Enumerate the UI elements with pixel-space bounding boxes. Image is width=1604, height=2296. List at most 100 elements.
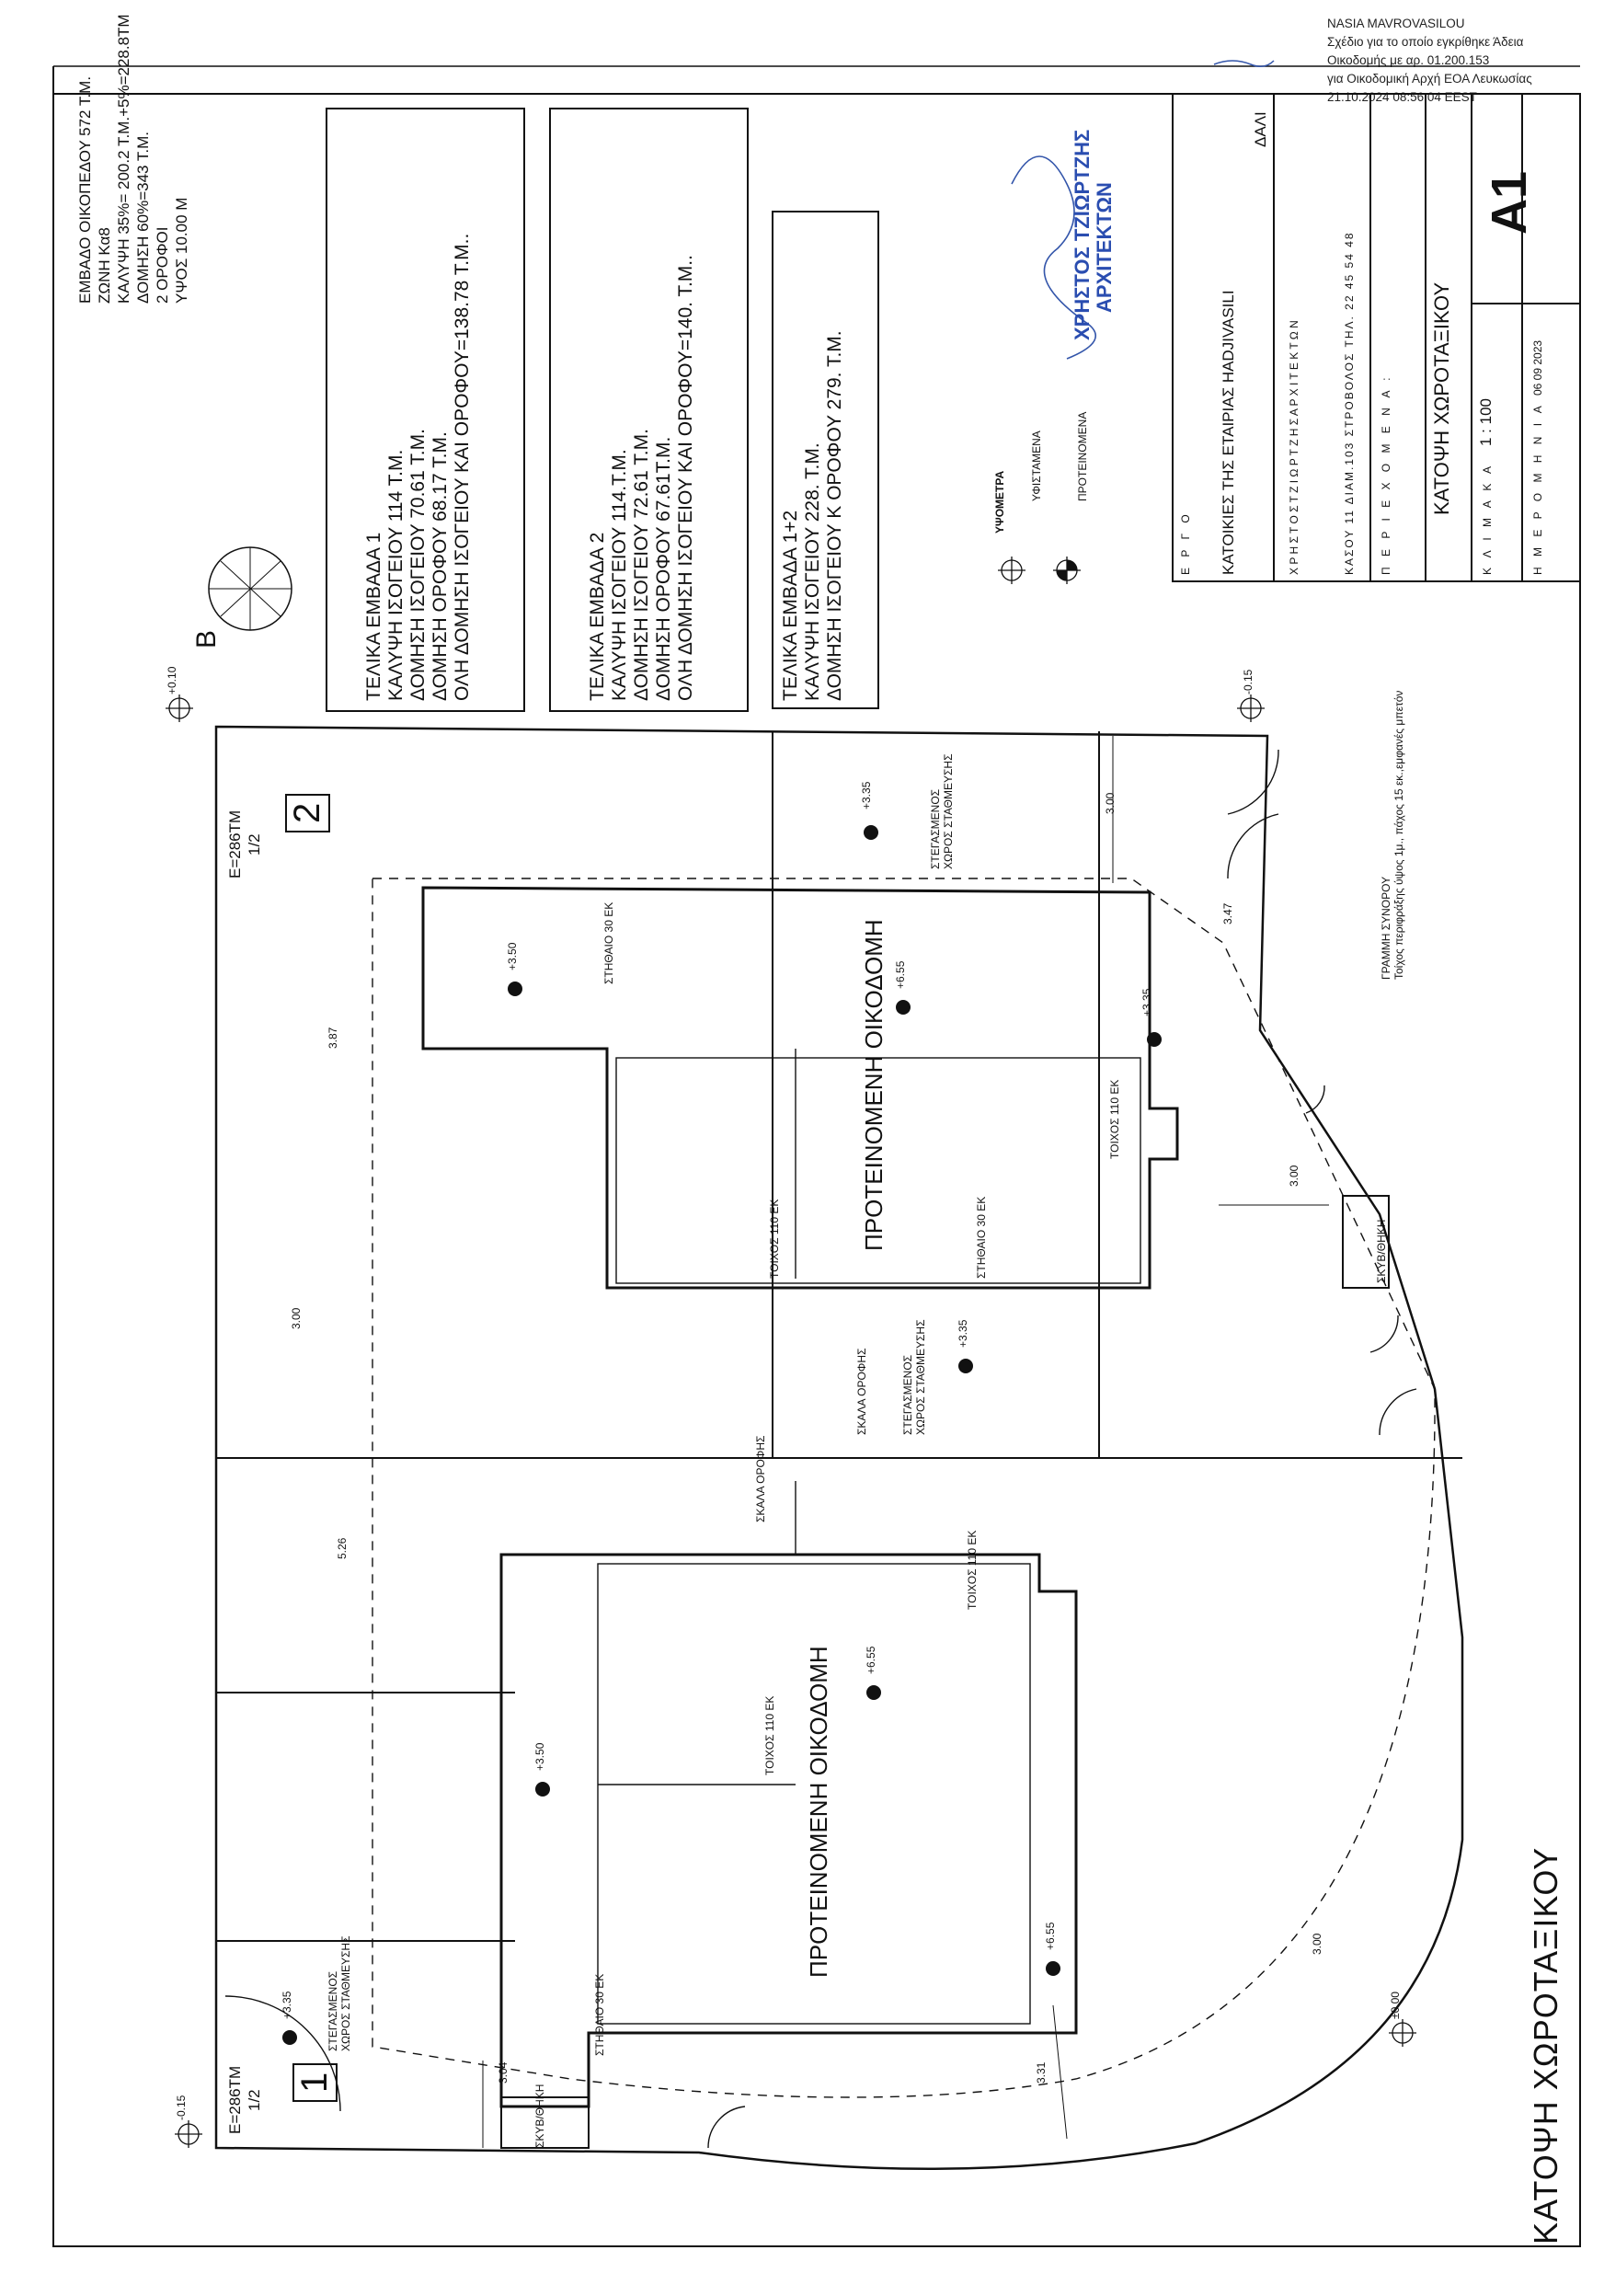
boundary-note: Τοίχος περιφράξης ύψος 1μ., πάχος 15 εκ.…	[1392, 690, 1405, 980]
lot2-area: Ε=286ΤΜ 1/2	[225, 810, 264, 878]
areas2-block: ΤΕΛΙΚΑ ΕΜΒΑΔΑ 2 ΚΑΛΥΨΗ ΙΣΟΓΕΙΟΥ 114.Τ.Μ.…	[587, 255, 697, 701]
architect-name: Χ Ρ Η Σ Τ Ο Σ Τ Ζ Ι Ω Ρ Τ Ζ Η Σ Α Ρ Χ Ι …	[1288, 320, 1300, 575]
date-label: Η Μ Ε Ρ Ο Μ Η Ν Ι Α	[1531, 402, 1544, 575]
parking-label: ΣΤΕΓΑΣΜΕΝΟΣ ΧΩΡΟΣ ΣΤΑΘΜΕΥΣΗΣ	[901, 1319, 927, 1435]
areas1-block: ΤΕΛΙΚΑ ΕΜΒΑΔΑ 1 ΚΑΛΥΨΗ ΙΣΟΓΕΙΟΥ 114 Τ.Μ.…	[363, 234, 474, 701]
parking-text: ΧΩΡΟΣ ΣΤΑΘΜΕΥΣΗΣ	[942, 753, 955, 869]
building-1-outline	[499, 1553, 1078, 2108]
proposed-level-markers	[282, 560, 1162, 2045]
stair-label: ΣΚΑΛΑ ΟΡΟΦΗΣ	[855, 1348, 868, 1435]
lot2-number: 2	[285, 793, 330, 832]
bin-label: ΣΚΥΒ/ΘΗΚΗ	[1375, 1219, 1388, 1283]
legend-existing: ΥΦΙΣΤΑΜΕΝΑ	[1030, 430, 1043, 501]
dimension-label: 3.00	[1288, 1165, 1300, 1187]
areas1-box	[326, 108, 525, 712]
floors-text: 2 ΟΡΟΦΟΙ	[154, 226, 171, 304]
areas12-box	[772, 211, 879, 709]
height-text: ΥΨΟΣ 10.00 Μ	[173, 197, 190, 304]
wall110-label: ΤΟΙΧΟΣ 110 ΕΚ	[768, 1199, 781, 1279]
signature-ink	[1011, 155, 1096, 360]
coverage-text: ΚΑΛΥΨΗ 35%= 200.2 Τ.Μ.+5%=228.8ΤΜ	[115, 14, 132, 304]
areas2-line: ΚΑΛΥΨΗ ΙΣΟΓΕΙΟΥ 114.Τ.Μ.	[609, 449, 630, 701]
areas12-line: ΔΟΜΗΣΗ ΙΣΟΓΕΙΟΥ Κ ΟΡΟΦΟΥ 279. Τ.Μ.	[824, 330, 845, 701]
areas2-line: ΔΟΜΗΣΗ ΟΡΟΦΟΥ 67.61Τ.Μ.	[653, 436, 674, 701]
dimension-label: 3.87	[327, 1027, 339, 1049]
level-label: +3.50	[533, 1742, 546, 1771]
parking-text: ΣΤΕΓΑΣΜΕΝΟΣ	[327, 1970, 339, 2051]
level-label: +6.55	[1044, 1922, 1057, 1950]
architect-stamp: ΧΡΗΣΤΟΣ ΤΖΙΩΡΤΖΗΣ ΑΡΧΙΤΕΚΤΩΝ	[1071, 130, 1116, 340]
plan-title: ΚΑΤΟΨΗ ΧΩΡΟΤΑΞΙΚΟΥ	[1527, 1846, 1564, 2244]
parking-label: ΣΤΕΓΑΣΜΕΝΟΣ ΧΩΡΟΣ ΣΤΑΘΜΕΥΣΗΣ	[327, 1935, 352, 2051]
wall110-label: ΤΟΙΧΟΣ 110 ΕΚ	[966, 1530, 979, 1610]
stamp-line: Οικοδομής με αρ. 01.200.153	[1327, 53, 1490, 67]
boundary-label: ΓΡΑΜΜΗ ΣΥΝΟΡΟΥ Τοίχος περιφράξης ύψος 1μ…	[1380, 691, 1405, 980]
areas1-line: ΔΟΜΗΣΗ ΙΣΟΓΕΙΟΥ 70.61 Τ.Μ.	[407, 429, 429, 701]
dimension-label: 3.04	[497, 2061, 510, 2084]
level-label: +6.55	[894, 960, 907, 989]
areas1-line: ΟΛΗ ΔΟΜΗΣΗ ΙΣΟΓΕΙΟΥ ΚΑΙ ΟΡΟΦΟΥ=138.78 Τ.…	[452, 233, 473, 701]
stamp-line: για Οικοδομική Αρχή ΕΟΑ Λευκωσίας	[1327, 72, 1532, 86]
project-label: Ε Ρ Γ Ο	[1179, 511, 1192, 575]
areas2-line: ΔΟΜΗΣΗ ΙΣΟΓΕΙΟΥ 72.61 Τ.Μ.	[631, 429, 652, 701]
lot2-share-text: 1/2	[246, 833, 263, 855]
wall30-label: ΣΤΗΘΑΙΟ 30 ΕΚ	[975, 1196, 988, 1279]
level-label: +3.35	[957, 1319, 969, 1348]
building-1-label: ΠΡΟΤΕΙΝΟΜΕΝΗ ΟΙΚΟΔΟΜΗ	[805, 1646, 832, 1978]
plot-boundary	[214, 725, 1464, 2171]
level-label: -0.15	[175, 2095, 188, 2120]
parking-text: ΣΤΕΓΑΣΜΕΝΟΣ	[901, 1354, 914, 1435]
areas2-title: ΤΕΛΙΚΑ ΕΜΒΑΔΑ 2	[587, 532, 608, 701]
areas12-block: ΤΕΛΙΚΑ ΕΜΒΑΔΑ 1+2 ΚΑΛΥΨΗ ΙΣΟΓΕΙΟΥ 228. Τ…	[780, 330, 846, 701]
areas1-line: ΔΟΜΗΣΗ ΟΡΟΦΟΥ 68.17 Τ.Μ.	[430, 431, 451, 701]
wall30-label: ΣΤΗΘΑΙΟ 30 ΕΚ	[593, 1973, 606, 2056]
north-label: B	[191, 628, 222, 649]
legend-proposed: ΠΡΟΤΕΙΝΟΜΕΝΑ	[1076, 411, 1089, 501]
scale-label: Κ Λ Ι Μ Α Κ Α	[1481, 462, 1494, 575]
title-block	[1172, 93, 1581, 582]
parking-label: ΣΤΕΓΑΣΜΕΝΟΣ ΧΩΡΟΣ ΣΤΑΘΜΕΥΣΗΣ	[929, 753, 955, 869]
contents-value: ΚΑΤΟΨΗ ΧΩΡΟΤΑΞΙΚΟΥ	[1430, 281, 1453, 515]
level-label: +3.50	[506, 942, 519, 970]
lot1-area-text: Ε=286ΤΜ	[226, 2065, 244, 2134]
areas12-title: ΤΕΛΙΚΑ ΕΜΒΑΔΑ 1+2	[780, 510, 801, 701]
setback-line	[372, 878, 1436, 2098]
parking-text: ΧΩΡΟΣ ΣΤΑΘΜΕΥΣΗΣ	[914, 1319, 927, 1435]
areas2-line: ΟΛΗ ΔΟΜΗΣΗ ΙΣΟΓΕΙΟΥ ΚΑΙ ΟΡΟΦΟΥ=140. Τ.Μ.…	[675, 255, 696, 701]
level-label: +3.35	[281, 1991, 293, 2019]
dimension-label: 3.31	[1035, 2061, 1048, 2084]
architect-address: ΚΑΣΟΥ 11 ΔΙΑΜ.103 ΣΤΡΟΒΟΛΟΣ ΤΗΛ. 22 45 5…	[1343, 231, 1356, 575]
sheet-number: A1	[1482, 170, 1537, 235]
dimension-label: 3.00	[1104, 792, 1117, 814]
date-value: 06 09 2023	[1531, 339, 1544, 396]
wall30-label: ΣΤΗΘΑΙΟ 30 ΕΚ	[602, 901, 615, 984]
wall110-label: ΤΟΙΧΟΣ 110 ΕΚ	[1108, 1079, 1121, 1159]
build-text: ΔΟΜΗΣΗ 60%=343 Τ.Μ.	[134, 131, 152, 304]
areas2-box	[549, 108, 749, 712]
scale-value: 1 : 100	[1477, 398, 1495, 446]
level-label: +6.55	[865, 1646, 877, 1674]
level-label: +0.10	[166, 666, 178, 695]
site-data: ΕΜΒΑΔΟ ΟΙΚΟΠΕΔΟΥ 572 Τ.Μ. ΖΩΝΗ Κα8 ΚΑΛΥΨ…	[75, 14, 191, 304]
dimension-label: 3.47	[1221, 902, 1234, 924]
stair-label: ΣΚΑΛΑ ΟΡΟΦΗΣ	[754, 1435, 767, 1522]
zone-text: ΖΩΝΗ Κα8	[96, 227, 113, 304]
areas12-line: ΚΑΛΥΨΗ ΙΣΟΓΕΙΟΥ 228. Τ.Μ.	[802, 442, 823, 701]
approval-stamp: NASIA MAVROVASILOU Σχέδιο για το οποίο ε…	[1327, 15, 1532, 107]
lot1-share-text: 1/2	[246, 2089, 263, 2111]
contents-label: Π Ε Ρ Ι Ε Χ Ο Μ Ε Ν Α :	[1380, 373, 1392, 576]
boundary-text: ΓΡΑΜΜΗ ΣΥΝΟΡΟΥ	[1380, 876, 1392, 980]
architect-stamp-name: ΧΡΗΣΤΟΣ ΤΖΙΩΡΤΖΗΣ	[1071, 129, 1094, 340]
level-label: +3.35	[860, 781, 873, 809]
dimension-label: 3.00	[290, 1307, 303, 1329]
bin-label: ΣΚΥΒ/ΘΗΚΗ	[533, 2084, 546, 2148]
wall110-label: ΤΟΙΧΟΣ 110 ΕΚ	[763, 1695, 776, 1775]
stamp-name: NASIA MAVROVASILOU	[1327, 17, 1465, 30]
architect-stamp-title: ΑΡΧΙΤΕΚΤΩΝ	[1093, 182, 1116, 313]
lot1-area: Ε=286ΤΜ 1/2	[225, 2066, 264, 2134]
project-place: ΔΑΛΙ	[1252, 111, 1269, 147]
building-2-outline	[421, 886, 1179, 1290]
legend-title: ΥΨΟΜΕΤΡΑ	[993, 470, 1006, 534]
parking-text: ΧΩΡΟΣ ΣΤΑΘΜΕΥΣΗΣ	[339, 1935, 352, 2051]
